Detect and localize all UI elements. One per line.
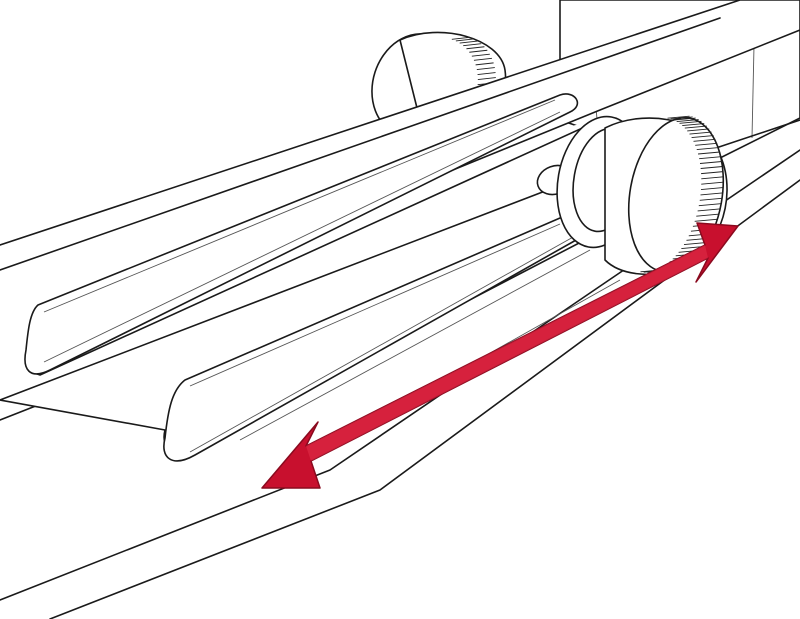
knurl-ridge	[687, 128, 710, 132]
knurl-ridge	[682, 123, 705, 126]
knurl-ridge	[694, 218, 717, 222]
knurl-ridge	[670, 116, 693, 120]
knurl-ridge	[697, 151, 721, 155]
knurl-ridge	[699, 161, 723, 164]
knurl-ridge	[696, 147, 719, 150]
knurl-ridge	[700, 166, 723, 169]
knurl-ridge	[476, 67, 495, 71]
knurl-ridge	[463, 43, 482, 47]
knurl-ridge	[676, 119, 699, 122]
knurl-ridge	[689, 131, 712, 135]
knurl-ridge	[701, 181, 724, 185]
front-thumb-knob	[536, 115, 728, 276]
knurl-ridge	[475, 62, 494, 66]
knurl-ridge	[469, 49, 488, 53]
slide-direction-arrow	[261, 222, 739, 489]
knurl-ridge	[699, 197, 722, 201]
upper-slotted-arm	[0, 0, 800, 376]
knurl-ridge	[451, 36, 470, 40]
knurl-ridge	[699, 156, 722, 160]
knurl-ridge	[695, 142, 718, 146]
knurl-ridge	[679, 120, 702, 124]
knurl-ridge	[459, 40, 478, 44]
knurl-ridge	[471, 53, 490, 57]
knurl-ridge	[466, 46, 485, 50]
knurl-ridge	[477, 77, 496, 81]
knurl-ridge	[700, 192, 723, 196]
knurl-ridge	[684, 125, 707, 129]
knurl-ridge	[693, 138, 716, 142]
knurl-ridge	[698, 203, 721, 207]
knurl-ridge	[667, 115, 690, 119]
knurl-ridge	[683, 242, 707, 246]
arrow-highlight	[306, 245, 708, 461]
knurl-ridge	[477, 72, 496, 75]
knurl-ridge	[697, 208, 720, 212]
knurl-ridge	[701, 176, 724, 180]
knurl-ridge	[473, 57, 492, 61]
knurl-ridge	[701, 171, 724, 175]
knurl-ridge	[691, 135, 714, 138]
knurl-ridge	[455, 38, 474, 42]
knurl-ridge	[673, 117, 696, 121]
knurl-ridge	[700, 187, 724, 190]
knurl-ridge	[696, 213, 719, 217]
